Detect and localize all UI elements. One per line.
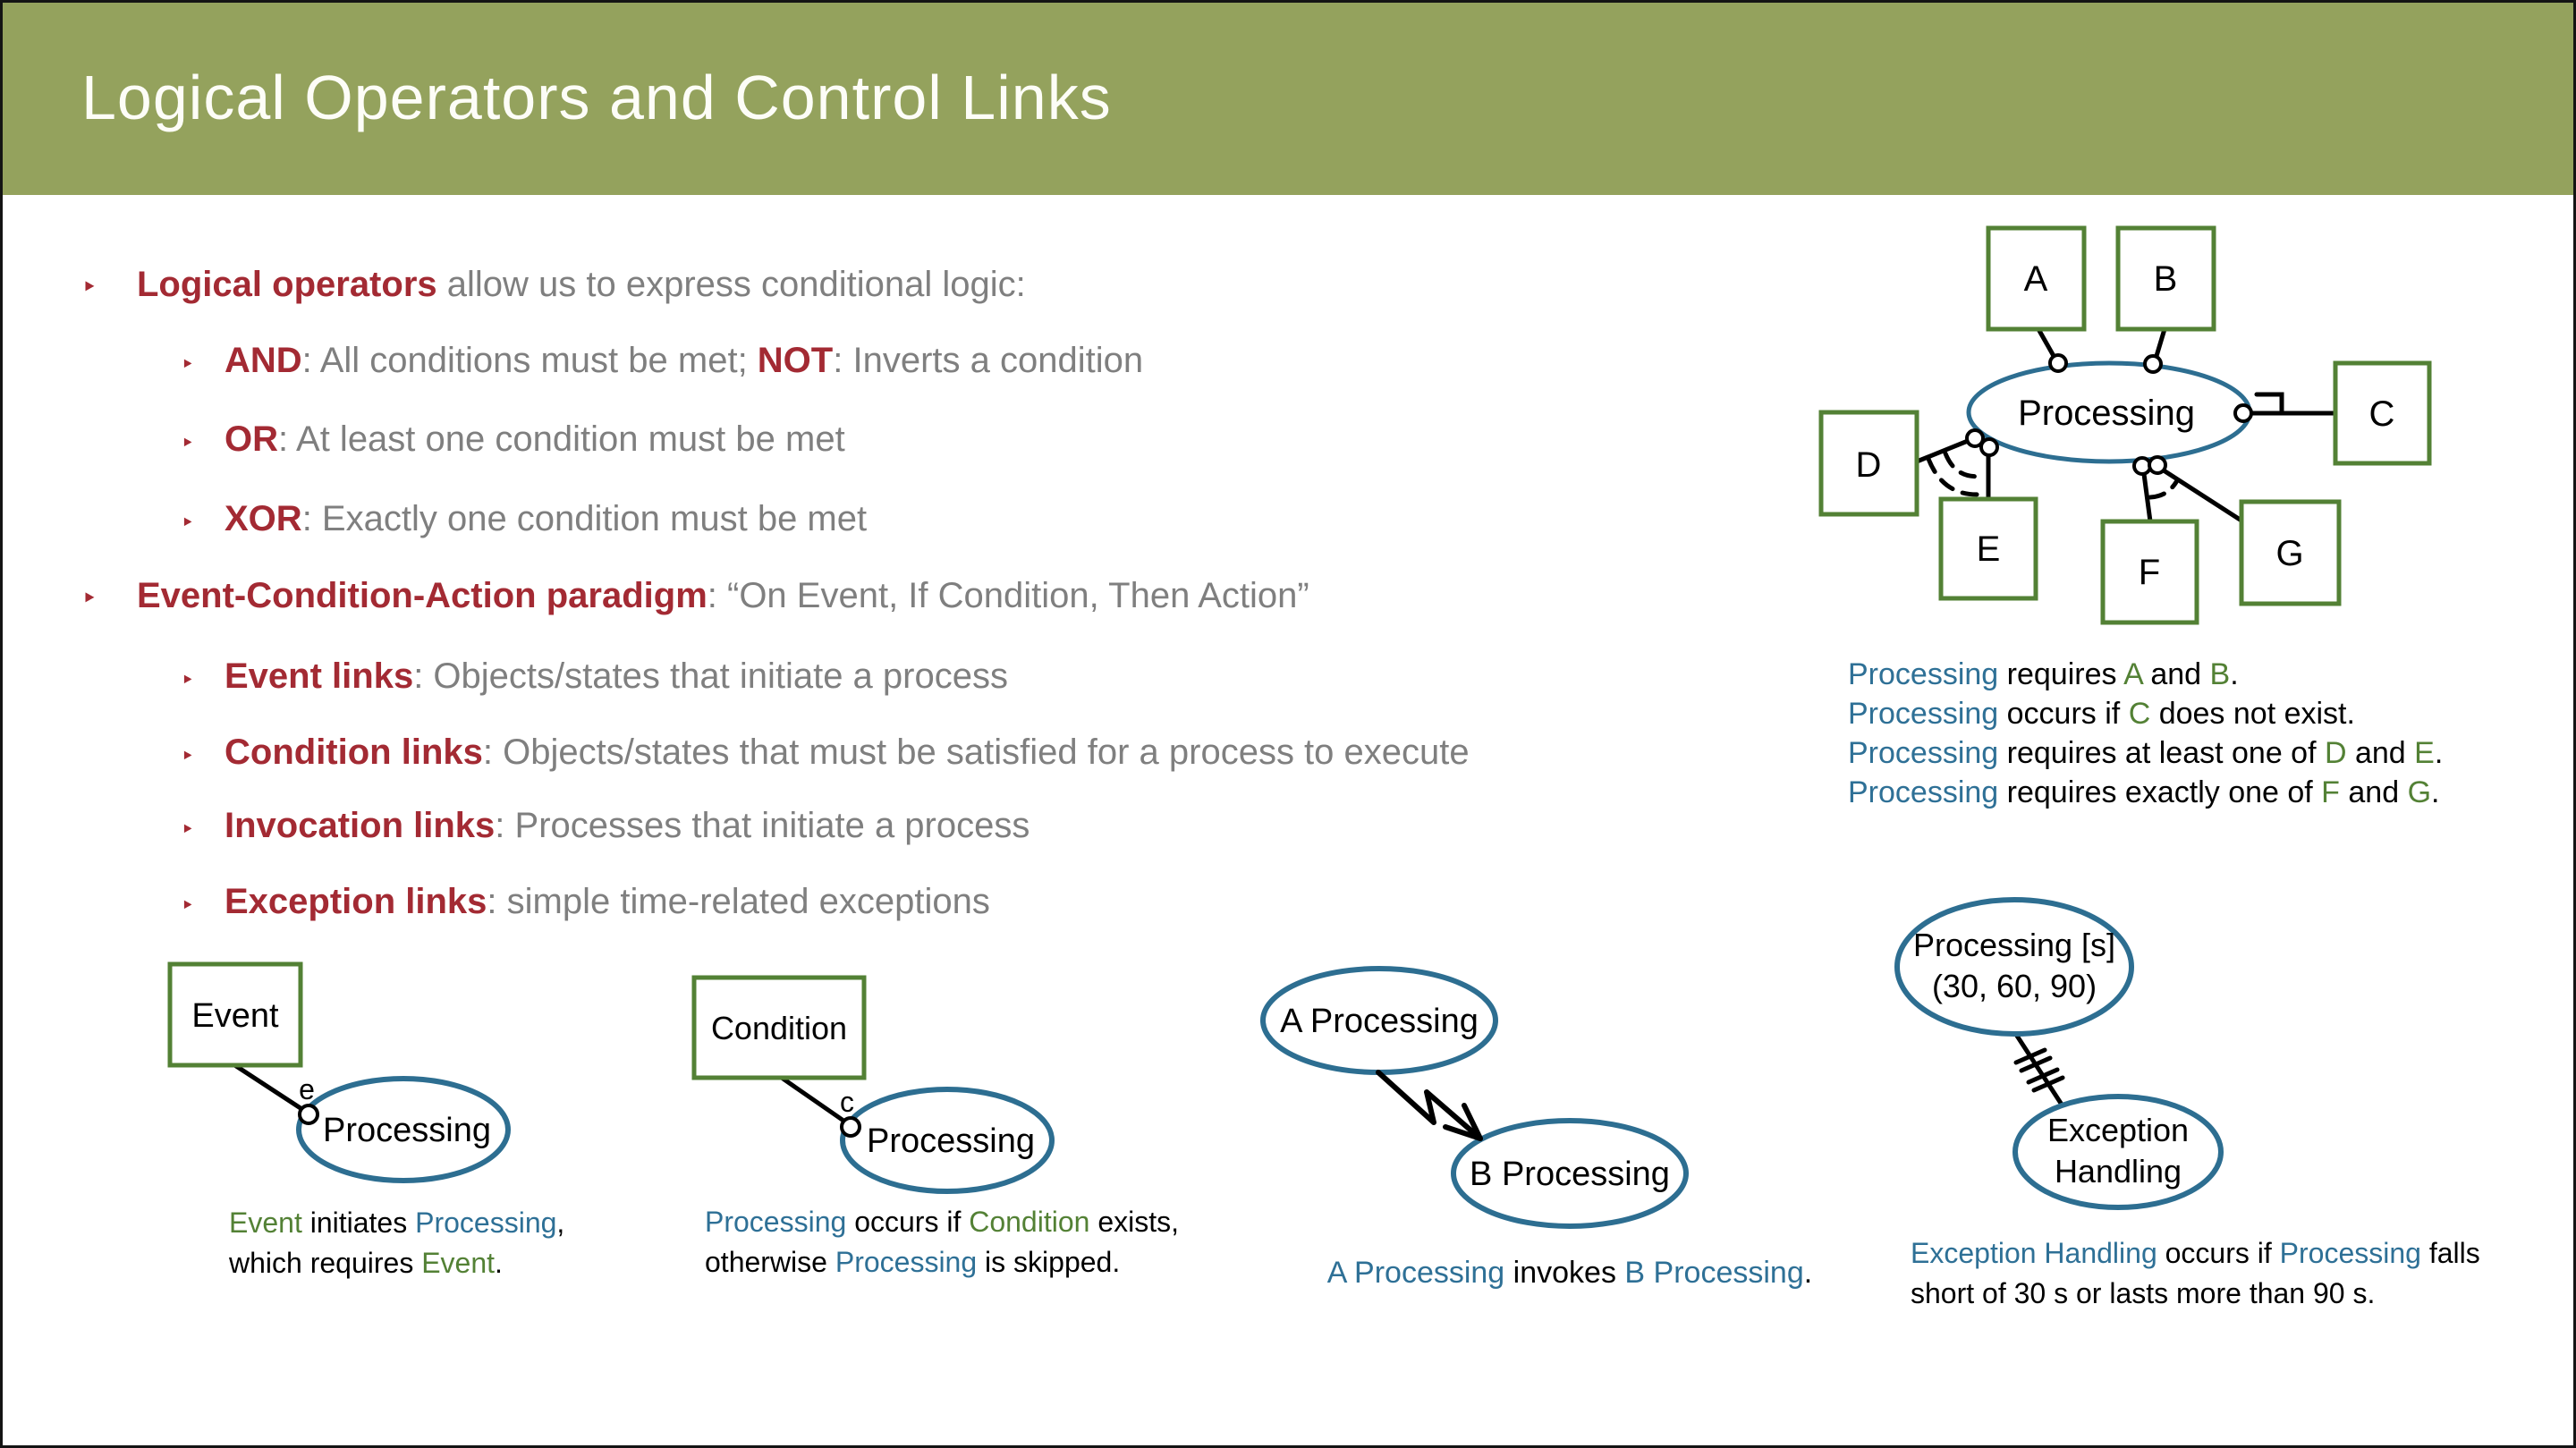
title-bar <box>3 3 2573 195</box>
triangle-bullet-icon: ‣ <box>181 742 195 769</box>
or-arc-icon <box>1943 451 1987 479</box>
triangle-bullet-icon: ‣ <box>181 429 195 456</box>
invocation-caption: A Processing invokes B Processing. <box>1326 1256 1813 1290</box>
object-box-c <box>2333 360 2432 466</box>
event-caption: Event initiates Processing, which requir… <box>229 1207 565 1279</box>
triangle-bullet-icon: ‣ <box>181 351 195 377</box>
event-link-diagram: Event Processing e <box>167 961 511 1183</box>
exception-handling-label-1: Exception <box>2047 1112 2189 1148</box>
link-circle-icon <box>2048 353 2068 373</box>
triangle-bullet-icon: ‣ <box>81 584 97 614</box>
statement-or: Processing requires at least one of D an… <box>1848 736 2444 770</box>
object-label-d: D <box>1856 445 1882 485</box>
triangle-bullet-icon: ‣ <box>181 509 195 536</box>
link-circle-icon <box>1965 428 1985 448</box>
bullet-xor: ‣XOR: Exactly one condition must be met <box>181 497 867 544</box>
event-object-label: Event <box>191 997 279 1035</box>
triangle-bullet-icon: ‣ <box>181 816 195 843</box>
object-box-d <box>1818 410 1919 517</box>
object-label-a: A <box>2024 259 2048 299</box>
object-label-c: C <box>2369 394 2395 434</box>
link-circle-icon <box>1979 437 1999 457</box>
invocation-arrowhead-icon <box>1443 1103 1483 1141</box>
object-box-e <box>1938 496 2038 601</box>
bullet-condition-links: ‣Condition links: Objects/states that mu… <box>181 731 1470 777</box>
process-b-label: B Processing <box>1470 1156 1670 1193</box>
link-circle-icon <box>2148 455 2167 475</box>
exception-hatch-icon <box>2031 1075 2065 1093</box>
process-timed-ellipse <box>1894 897 2134 1037</box>
exception-handling-label-2: Handling <box>2055 1153 2182 1190</box>
exception-hatch-icon <box>2019 1055 2053 1073</box>
opm-statements: Processing requires A and B. Processing … <box>1848 655 2443 812</box>
bullet-exception-links: ‣Exception links: simple time-related ex… <box>181 880 990 927</box>
process-ellipse <box>840 1087 1055 1194</box>
exception-handling-ellipse <box>2012 1094 2224 1210</box>
triangle-bullet-icon: ‣ <box>181 892 195 919</box>
object-box-g <box>2239 499 2342 606</box>
bullet-event-links: ‣Event links: Objects/states that initia… <box>181 655 1008 701</box>
event-tag: e <box>299 1073 315 1105</box>
or-arc-icon <box>1926 456 1990 497</box>
event-object-box <box>167 961 303 1068</box>
not-operator-icon <box>2254 392 2284 413</box>
invocation-link-diagram: A Processing B Processing <box>1260 966 1689 1229</box>
link-circle-icon <box>298 1104 319 1125</box>
process-label: Processing <box>323 1112 491 1149</box>
triangle-bullet-icon: ‣ <box>81 273 97 302</box>
link-circle-icon <box>2143 354 2163 374</box>
exception-caption: Exception Handling occurs if Processing … <box>1911 1237 2480 1309</box>
opm-operators-diagram: Processing A B C D E F G <box>1818 225 2432 625</box>
process-ellipse <box>296 1076 511 1183</box>
object-box-f <box>2100 519 2199 625</box>
statement-xor: Processing requires exactly one of F and… <box>1848 775 2440 809</box>
event-link <box>231 1062 306 1113</box>
link-g <box>2161 468 2247 525</box>
event-link-b <box>2154 326 2167 359</box>
object-label-e: E <box>1977 529 2001 569</box>
process-label: Processing <box>867 1122 1035 1160</box>
object-label-g: G <box>2275 534 2303 573</box>
exception-hatch-icon <box>2013 1047 2047 1065</box>
link-f <box>2141 471 2153 524</box>
triangle-bullet-icon: ‣ <box>181 666 195 693</box>
link-circle-icon <box>840 1116 861 1138</box>
exception-hatch-icon <box>2026 1067 2060 1085</box>
bullet-or: ‣OR: At least one condition must be met <box>181 418 845 464</box>
condition-tag: c <box>840 1086 854 1118</box>
bullet-and-not: ‣AND: All conditions must be met; NOT: I… <box>181 339 1143 385</box>
object-label-f: F <box>2139 553 2160 592</box>
bullet-eca-paradigm: ‣Event-Condition-Action paradigm: “On Ev… <box>81 574 1309 621</box>
process-timed-values: (30, 60, 90) <box>1932 968 2097 1004</box>
bullet-invocation-links: ‣Invocation links: Processes that initia… <box>181 804 1030 851</box>
exception-link <box>2012 1030 2064 1107</box>
process-label: Processing <box>2018 394 2195 433</box>
condition-link <box>776 1073 849 1125</box>
xor-arc-icon <box>2148 479 2179 500</box>
process-a-label: A Processing <box>1280 1003 1479 1040</box>
object-box-b <box>2115 225 2216 332</box>
object-label-b: B <box>2154 259 2178 299</box>
event-link-a <box>2036 326 2056 359</box>
statement-and: Processing requires A and B. <box>1848 657 2239 691</box>
link-d <box>1914 438 1970 464</box>
process-b-ellipse <box>1451 1118 1689 1229</box>
statement-not: Processing occurs if C does not exist. <box>1848 697 2355 731</box>
exception-link-diagram: Processing [s] (30, 60, 90) Exception Ha… <box>1894 897 2224 1210</box>
condition-caption: Processing occurs if Condition exists, o… <box>705 1206 1179 1278</box>
link-circle-icon <box>2233 403 2253 423</box>
process-timed-label: Processing [s] <box>1913 927 2115 963</box>
condition-link-diagram: Condition Processing c <box>691 975 1055 1194</box>
condition-object-box <box>691 975 867 1080</box>
invocation-zigzag-arrow <box>1376 1070 1483 1141</box>
page-title: Logical Operators and Control Links <box>81 63 1112 132</box>
bullet-logical-operators: ‣Logical operators allow us to express c… <box>81 263 1026 309</box>
object-box-a <box>1986 225 2087 332</box>
condition-object-label: Condition <box>711 1010 847 1046</box>
